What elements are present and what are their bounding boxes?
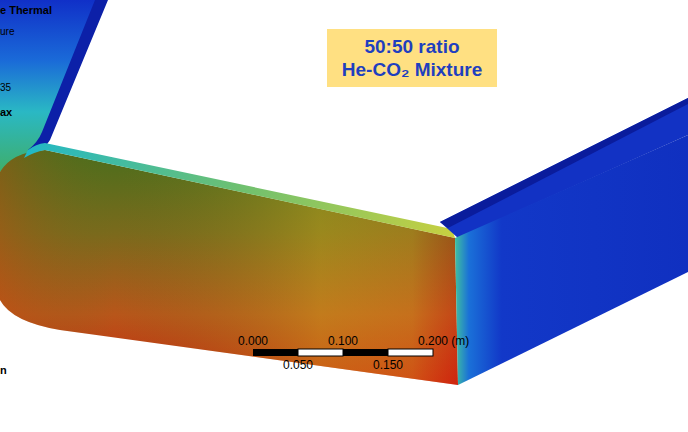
scale-bar-segment	[343, 349, 388, 356]
legend-fragment: e Thermal	[0, 4, 52, 17]
right-arm-face	[455, 135, 688, 385]
left-arm-top	[28, 0, 108, 154]
scale-label: 0.000	[238, 335, 268, 349]
scale-bar-segment	[388, 349, 433, 356]
scale-label: 0.100	[328, 335, 358, 349]
scale-label: 0.200 (m)	[418, 335, 469, 349]
scale-label: 0.050	[283, 359, 313, 373]
scale-bar-segment	[298, 349, 343, 356]
note-text: He-CO₂ Mixture	[342, 58, 482, 81]
legend-fragment: ure	[0, 26, 14, 38]
note-box: 50:50 ratioHe-CO₂ Mixture	[327, 29, 497, 87]
legend-fragment: 35	[0, 82, 11, 94]
front-wall-top	[24, 143, 455, 238]
scale-bar-segment	[253, 349, 298, 356]
legend-fragment: ax	[0, 106, 12, 119]
note-text: 50:50 ratio	[364, 35, 459, 58]
legend-fragment: n	[0, 364, 7, 377]
scale-label: 0.150	[373, 359, 403, 373]
